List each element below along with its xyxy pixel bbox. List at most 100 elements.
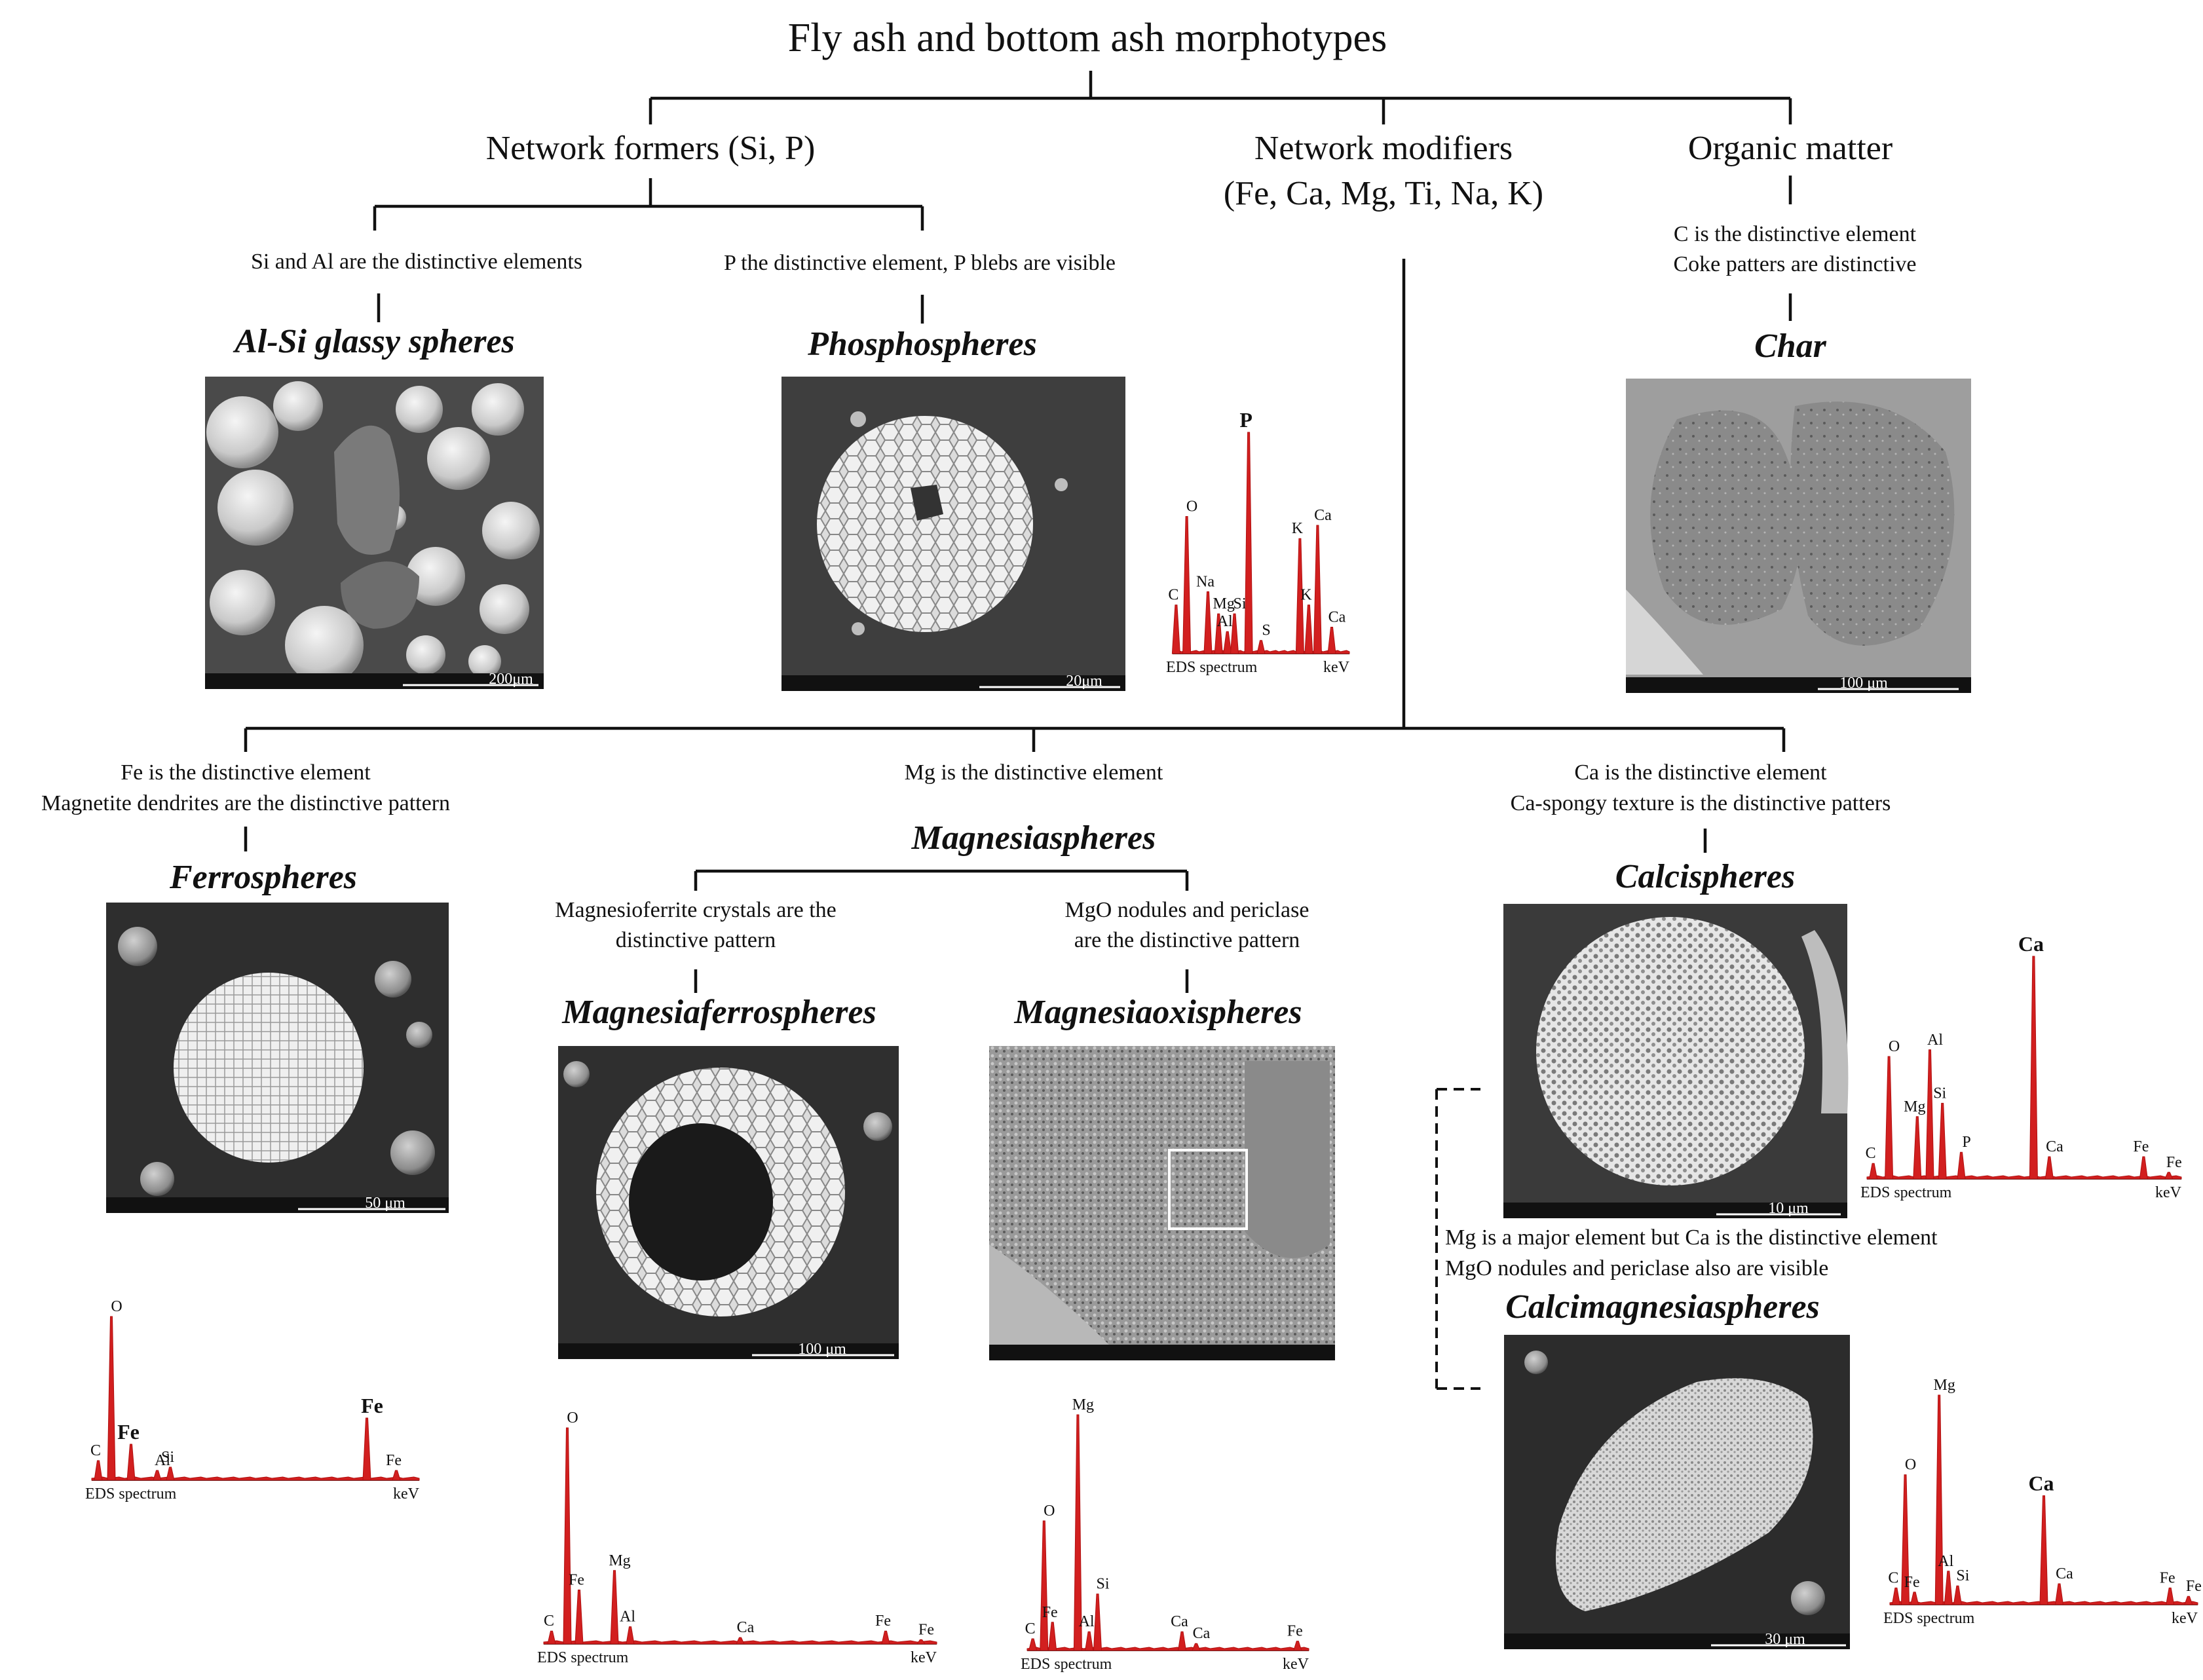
mgferro-description-1: Magnesioferrite crystals are the [555,898,837,922]
eds-peak-label: O [567,1409,578,1427]
eds-peak-al [1944,1571,1953,1605]
eds-peak-label: K [1292,520,1304,537]
eds-peak-fe [2139,1156,2148,1180]
eds-peak-mg [1913,1116,1922,1180]
eds-peak-fe [881,1630,890,1645]
eds-peak-label: Si [1096,1576,1109,1593]
eds-peak-ca [1177,1631,1187,1651]
eds-peak-label: C [90,1442,101,1459]
eds-peak-fe [392,1470,401,1481]
calci-description-2: Ca-spongy texture is the distinctive pat… [1511,791,1891,815]
tree-level-1-connectors [649,71,1792,124]
eds-peak-ca [2044,1156,2054,1180]
eds-peak-label: Mg [1904,1098,1925,1115]
modifiers-connectors [244,259,1786,993]
eds-background [1026,1647,1309,1651]
eds-peak-fe [126,1444,136,1481]
calci-description-1: Ca is the distinctive element [1574,760,1827,785]
eds-peak-label: Al [155,1452,170,1469]
eds-peak-ca [1313,525,1322,654]
sem-image-mgoxi [989,1046,1335,1360]
char-description-2: Coke patters are distinctive [1673,252,1916,276]
calcimg-title: Calcimagnesiaspheres [1505,1288,1820,1326]
eds-axis-label: EDS spectrum [85,1485,177,1503]
eds-peak-al [1925,1049,1934,1180]
sem-image-phospho: 20μm [781,377,1125,691]
char-scale-bar: 100 μm [1839,675,1888,692]
phospho-scale-bar: 20μm [1066,673,1102,690]
eds-peak-fe [362,1417,371,1481]
calci-scale-bar: 10 μm [1768,1200,1809,1217]
eds-peak-label: Ca [1171,1613,1188,1630]
eds-peak-label: Ca [1328,608,1346,625]
calcimg-description-1: Mg is a major element but Ca is the dist… [1445,1225,1938,1250]
calcimg-description-2: MgO nodules and periclase also are visib… [1445,1256,1828,1280]
mgoxi-title: Magnesiaoxispheres [1013,994,1302,1031]
phospho-description: P the distinctive element, P blebs are v… [724,251,1116,275]
eds-peak-label: K [1300,587,1312,604]
main-title: Fly ash and bottom ash morphotypes [788,16,1387,60]
ferro-description-1: Fe is the distinctive element [121,760,371,785]
eds-peak-k [1295,538,1304,654]
eds-peak-label: Fe [386,1452,402,1469]
calci-title: Calcispheres [1615,858,1795,895]
eds-peak-fe [1048,1622,1057,1651]
eds-peak-ca [736,1637,745,1645]
eds-peak-label: Si [1233,595,1246,612]
eds-peak-fe [574,1590,584,1645]
eds-peak-label: Mg [609,1552,630,1569]
eds-peak-label: Na [1196,573,1214,590]
eds-peak-label: Fe [361,1394,383,1417]
eds-peak-si [1938,1102,1947,1180]
sem-image-alsi: 200μm [205,377,544,689]
mgoxi-description-1: MgO nodules and periclase [1065,898,1309,922]
eds-peak-al [153,1470,162,1481]
eds-peak-label: Al [1927,1032,1943,1049]
eds-unit-label: keV [393,1485,420,1503]
sem-image-mgferro: 100 μm [558,1046,899,1359]
eds-peak-label: O [111,1298,122,1315]
eds-peak-si [1093,1594,1102,1651]
eds-peak-c [1891,1587,1900,1605]
eds-peak-mg [1073,1414,1082,1651]
char-title: Char [1754,327,1827,365]
eds-peak-mg [610,1570,619,1645]
eds-peak-c [94,1460,103,1481]
eds-peak-o [1900,1474,1910,1605]
eds-peak-label: Fe [569,1572,584,1589]
mgferro-title: Magnesiaferrospheres [561,994,876,1031]
eds-peak-k [1304,605,1313,654]
eds-peak-si [166,1466,175,1481]
organic-matter-label: Organic matter [1688,130,1892,167]
eds-peak-label: Al [1938,1553,1953,1570]
eds-peak-label: Si [1933,1085,1946,1102]
eds-peak-label: Fe [2133,1138,2149,1155]
magnesia-title: Magnesiaspheres [911,819,1156,857]
eds-peak-label: Fe [1042,1604,1058,1621]
eds-peak-c [1868,1163,1878,1180]
eds-peak-label: Al [620,1609,635,1626]
eds-peak-ca [1327,626,1336,654]
eds-peak-mg [1214,613,1223,654]
eds-peak-fe [2184,1596,2193,1605]
network-formers-label: Network formers (Si, P) [486,130,816,167]
eds-peak-c [1171,605,1180,654]
eds-axis-label: EDS spectrum [537,1649,629,1666]
eds-peak-o [1885,1056,1894,1180]
eds-peak-label: P [1962,1134,1970,1151]
eds-peak-label: Si [1956,1567,1969,1584]
eds-peak-p [1957,1151,1966,1180]
eds-peak-label: Ca [2046,1138,2063,1155]
eds-peak-c [1028,1638,1038,1651]
eds-peak-label: O [1186,498,1197,515]
eds-peak-p [1244,432,1253,654]
sem-image-char: 100 μm [1626,379,1971,693]
eds-peak-label: Fe [117,1420,140,1444]
mgferro-scale-bar: 100 μm [798,1341,846,1358]
eds-peak-label: Fe [2186,1578,2202,1595]
eds-peak-label: C [544,1613,554,1630]
